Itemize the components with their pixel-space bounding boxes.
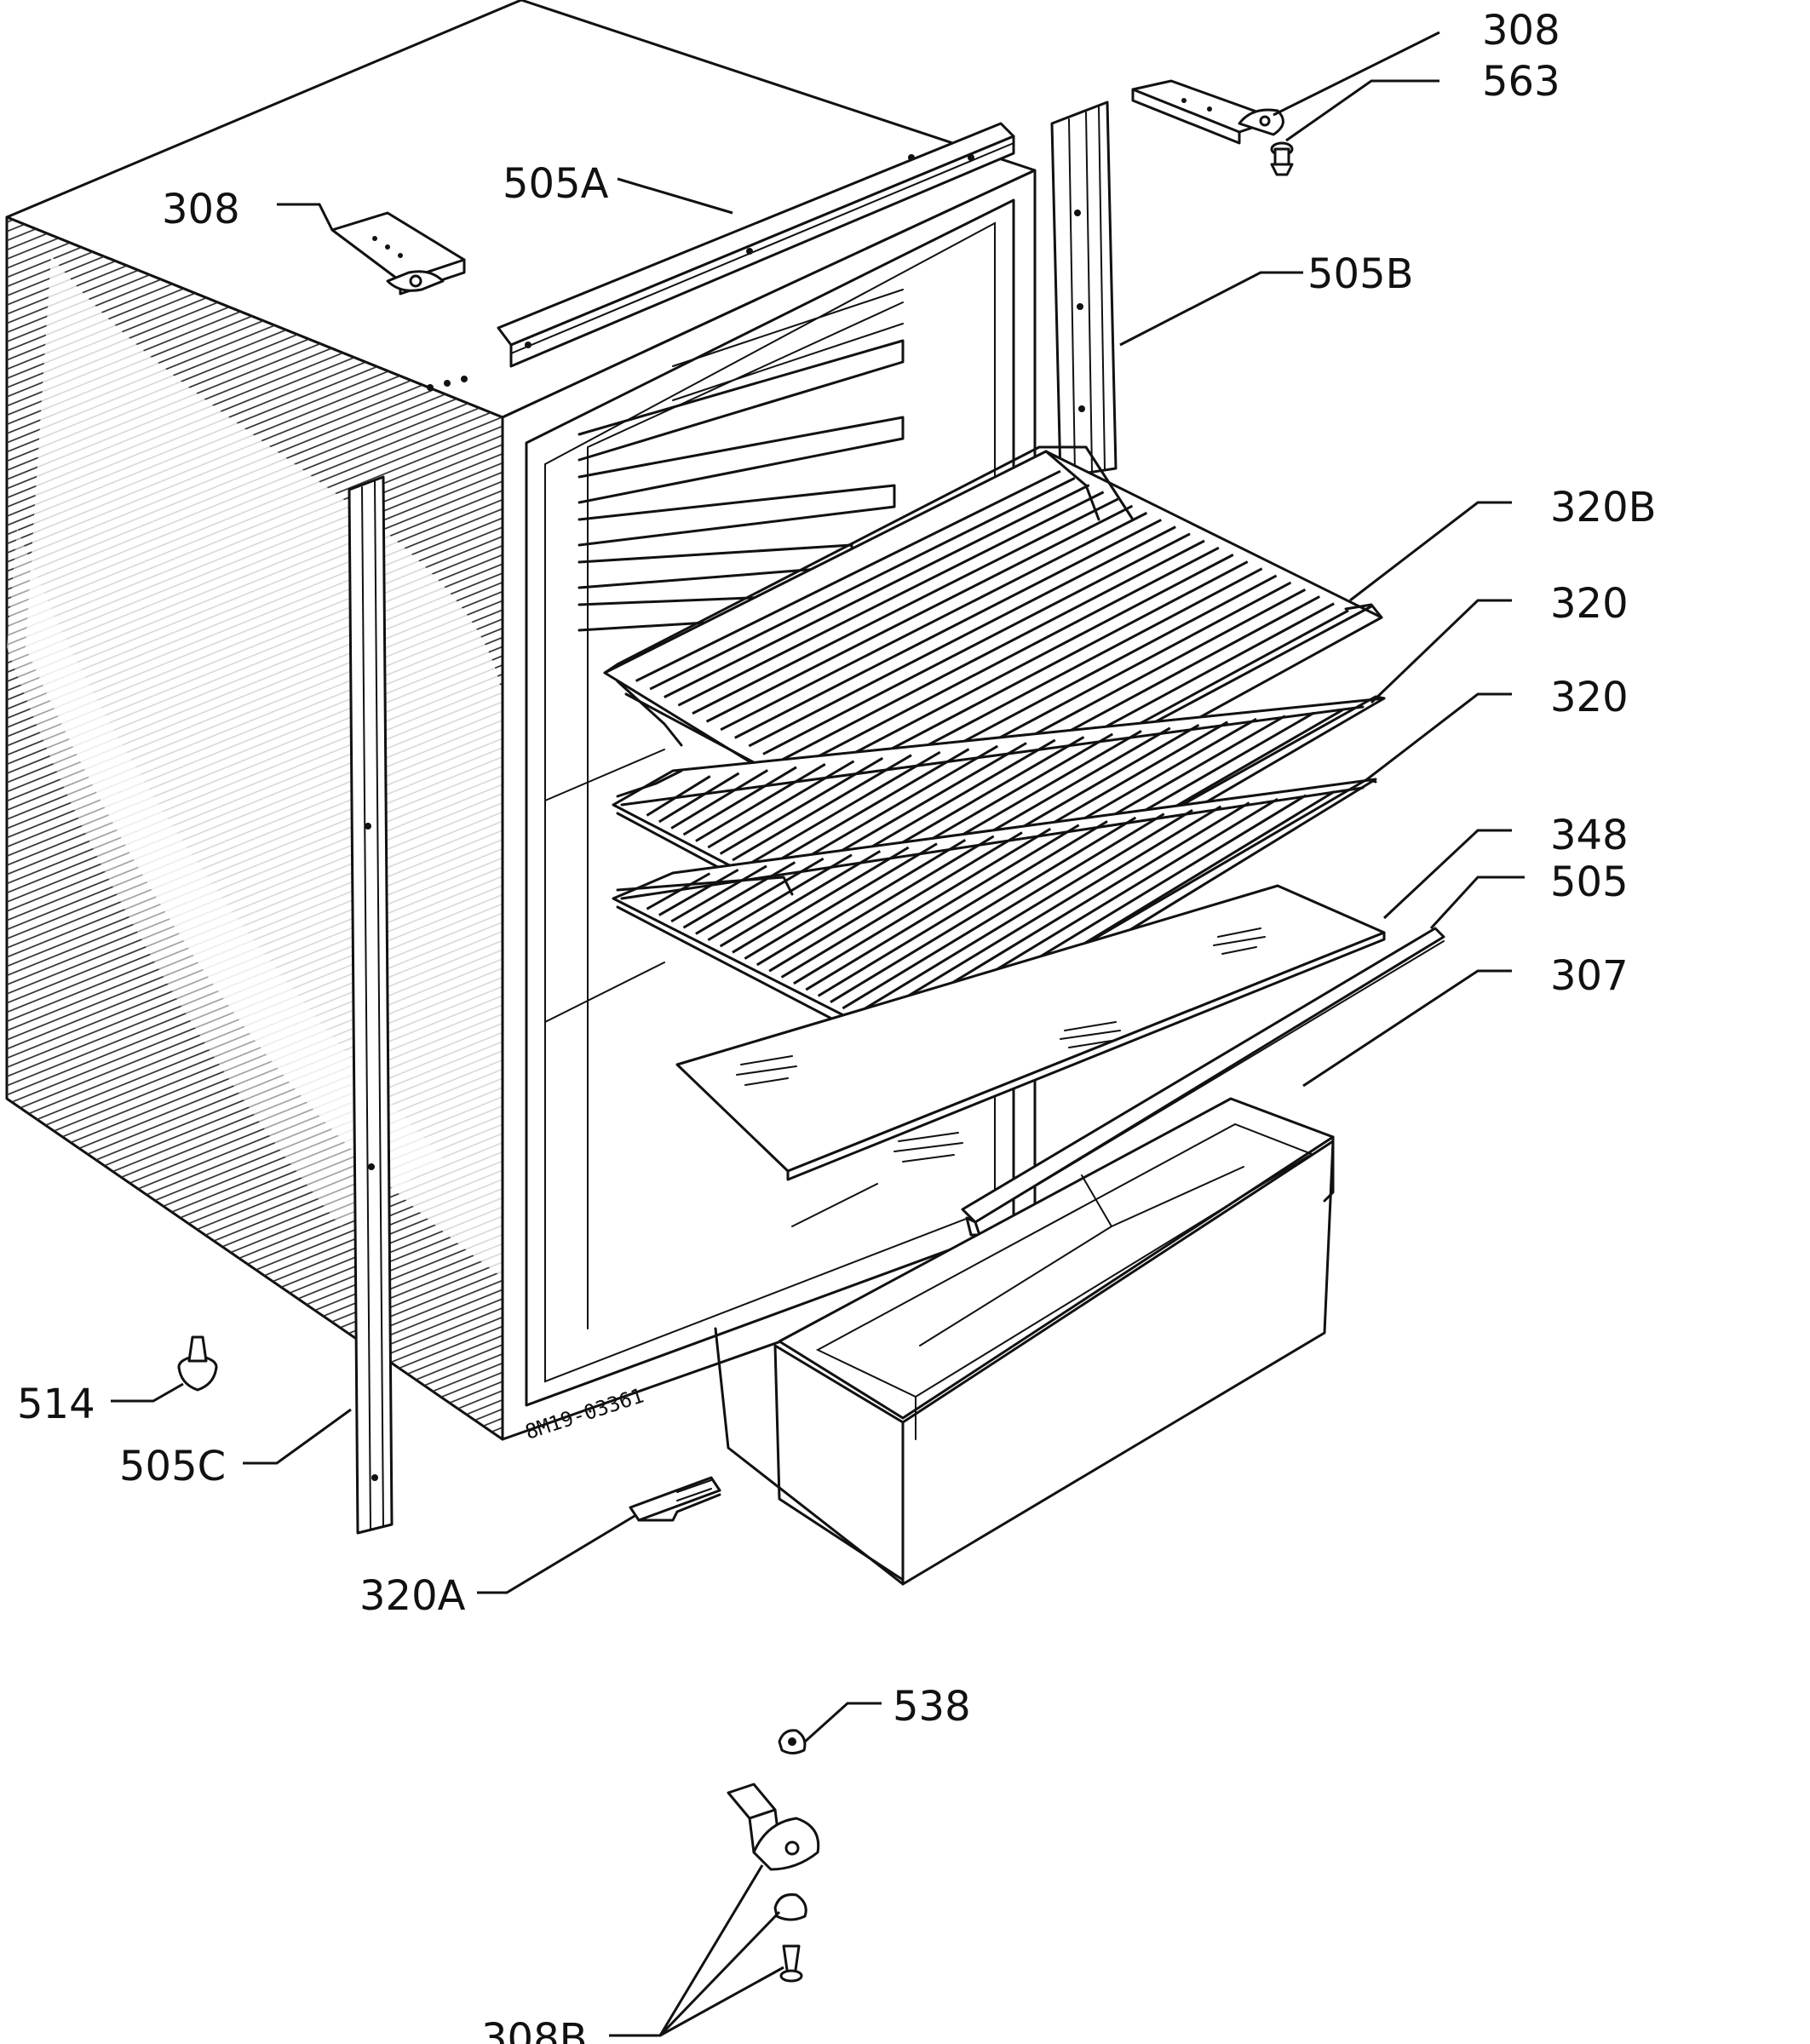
shelf-wire: [756, 748, 970, 875]
label-505b: 505B: [1307, 250, 1414, 298]
shelf-wire: [649, 477, 1076, 691]
label-514: 514: [17, 1381, 95, 1428]
shelf-wire: [793, 827, 1052, 985]
shelf-wire: [692, 497, 1119, 715]
shelf-wire: [682, 861, 796, 929]
glass-shelf-348: [675, 884, 1386, 1181]
glass-trim-505: [961, 927, 1445, 1237]
shelf-wire: [842, 812, 1165, 1010]
label-308b: 308B: [481, 2015, 588, 2044]
shelf-wire: [817, 820, 1108, 997]
shelf-wire: [780, 831, 1023, 979]
label-505: 505: [1550, 858, 1629, 906]
shelf-wire: [748, 525, 1176, 748]
label-320a: 320A: [359, 1572, 466, 1620]
label-348: 348: [1550, 812, 1629, 859]
shelf-wire: [670, 769, 769, 830]
label-563: 563: [1482, 58, 1560, 106]
leader-lines: [111, 31, 1525, 2037]
shelf-wire: [695, 763, 826, 842]
shelf-wire: [658, 868, 739, 916]
hinge-308b: [727, 1783, 820, 1983]
shelf-wire: [734, 519, 1162, 739]
cap-538: [778, 1729, 807, 1754]
shelf-wire: [732, 754, 912, 862]
shelf-wire: [719, 850, 882, 948]
shelf-wire: [768, 835, 995, 973]
seal-505c: [348, 475, 394, 1535]
shelf-support-320a: [629, 1476, 721, 1522]
shelf-wire: [866, 805, 1222, 1022]
shelf-wire: [762, 532, 1191, 755]
shelf-wire: [664, 484, 1090, 698]
hinge-308-top-left: [330, 211, 466, 296]
shelf-wire: [719, 756, 884, 855]
shelf-wire: [707, 760, 855, 849]
pin-563: [1270, 141, 1294, 176]
shelf-wire: [744, 842, 938, 960]
label-505a: 505A: [503, 160, 609, 208]
seal-505b: [1050, 100, 1118, 479]
shelf-wire: [853, 808, 1193, 1016]
shelf-wire: [677, 491, 1105, 707]
shelf-wire: [790, 546, 1220, 772]
shelf-wire: [707, 853, 853, 942]
shelf-wire: [776, 539, 1205, 764]
shelf-wire: [805, 824, 1080, 991]
label-307: 307: [1550, 952, 1629, 1000]
label-505c: 505C: [119, 1443, 226, 1490]
label-308-top-right: 308: [1482, 7, 1560, 55]
shelf-wire: [695, 857, 825, 935]
shelf-wire: [720, 511, 1148, 732]
foot-514: [177, 1335, 218, 1392]
shelf-wire: [682, 766, 797, 836]
shelf-wire: [804, 554, 1234, 780]
hinge-308-top-right: [1131, 79, 1284, 145]
shelf-wire: [646, 775, 711, 817]
shelf-wire: [670, 864, 767, 923]
label-538: 538: [893, 1683, 971, 1731]
shelf-wire: [756, 838, 967, 967]
shelf-wire: [646, 872, 711, 910]
label-320b: 320B: [1550, 484, 1657, 531]
shelf-wire: [705, 504, 1134, 723]
label-320-lower: 320: [1550, 674, 1629, 721]
shelf-wire: [744, 750, 941, 868]
shelf-wire: [635, 469, 1061, 682]
label-320-middle: 320: [1550, 580, 1629, 628]
shelf-wire: [658, 772, 740, 824]
label-308-top-left: 308: [162, 186, 240, 233]
shelf-wire: [830, 816, 1137, 1003]
wire-shelf-320-lower: [612, 778, 1377, 1066]
shelf-wire: [732, 846, 910, 954]
seal-505a: [497, 122, 1015, 368]
crisper-drawer-307: [714, 1097, 1335, 1586]
